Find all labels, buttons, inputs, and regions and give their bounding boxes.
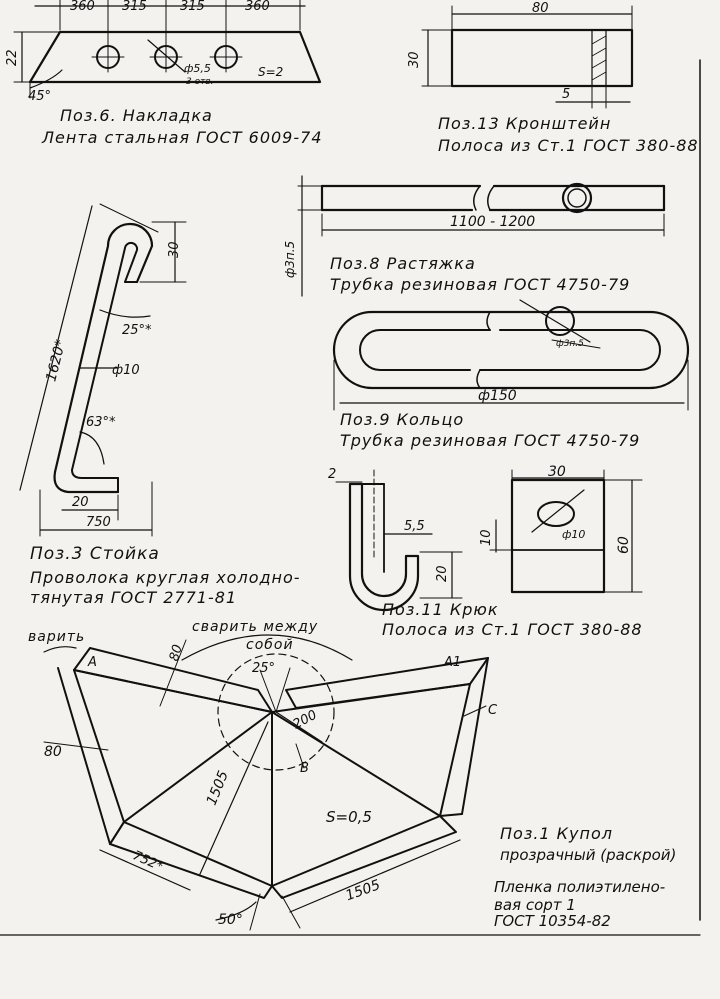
pos9-dims: ф150 ф3п.5: [478, 339, 584, 404]
pos1-edge-strip: 80: [44, 744, 62, 760]
pos1-material-2: вая сорт 1: [494, 896, 576, 914]
pos11-gap: 5,5: [404, 519, 425, 534]
pos9-material: Трубка резиновая ГОСТ 4750-79: [340, 431, 641, 450]
pos3-angle-top: 25°*: [122, 323, 152, 338]
pos6-dim-4: 360: [245, 0, 270, 14]
pos13-slot: 5: [562, 87, 570, 102]
pos9-diameter: ф150: [478, 388, 517, 404]
pos6-title: Поз.6. Накладка: [60, 106, 213, 125]
pos13-width: 80: [532, 1, 549, 16]
pos6-dim-1: 360: [70, 0, 95, 14]
pos1-drawing: [43, 634, 489, 931]
pos1-label-a: А: [87, 655, 97, 670]
pos6-drawing: [13, 0, 322, 99]
pos3-top: 30: [167, 241, 182, 258]
pos12-width: 30: [548, 464, 566, 480]
pos1-title: Поз.1 Купол: [500, 824, 613, 843]
pos6-material: Лента стальная ГОСТ 6009-74: [42, 128, 323, 147]
pos6-dim-2: 315: [122, 0, 147, 14]
pos1-radius: 200: [291, 708, 320, 733]
pos6-angle: 45°: [28, 89, 51, 104]
pos1-label-b: В: [300, 761, 309, 776]
pos13-material: Полоса из Ст.1 ГОСТ 380-88: [438, 136, 699, 155]
pos3-title: Поз.3 Стойка: [30, 544, 160, 564]
pos1-angle-bottom: 50°: [218, 912, 243, 928]
pos1-label-c: С: [488, 703, 498, 718]
pos13-drawing: [421, 5, 634, 109]
pos12-drawing: [489, 469, 643, 594]
pos3-dims: 1620* 30 25°* ф10 63°* 20 750: [43, 241, 182, 530]
pos13-title: Поз.13 Кронштейн: [438, 114, 612, 133]
pos3-material-1: Проволока круглая холодно-: [30, 568, 301, 587]
pos12-offset: 10: [479, 529, 494, 546]
pos11-dims: 2 5,5 20: [328, 467, 450, 582]
pos9-drawing: [332, 299, 690, 411]
pos1-thickness: S=0,5: [326, 808, 372, 826]
pos11-drawing: [335, 469, 463, 612]
pos1-side: 1505: [204, 769, 232, 808]
pos6-hole: ф5,5: [184, 62, 211, 75]
pos1-weld-between-1: сварить между: [192, 619, 319, 635]
pos3-angle-bottom: 63°*: [86, 415, 116, 430]
pos8-dims: 1100 - 1200 ф3п.5: [283, 214, 535, 278]
pos1-material-3: ГОСТ 10354-82: [494, 912, 611, 930]
pos6-dims: 360 315 315 360 22 45° ф5,5 3 отв. S=2: [5, 0, 283, 104]
pos12-dims: 30 ф10 10 60: [479, 464, 632, 554]
pos13-dims: 80 30 5: [407, 1, 570, 102]
pos6-holes: 3 отв.: [186, 77, 214, 87]
pos3-length: 1620*: [43, 338, 69, 383]
pos12-height: 60: [616, 536, 632, 554]
pos8-drawing: [297, 175, 666, 297]
pos3-base: 750: [86, 515, 111, 530]
pos1-weld-label: варить: [28, 629, 86, 645]
pos6-dim-3: 315: [180, 0, 205, 14]
pos8-diameter: ф3п.5: [283, 241, 297, 278]
pos1-bottom-side: 1505: [344, 877, 383, 904]
pos8-material: Трубка резиновая ГОСТ 4750-79: [330, 275, 631, 294]
pos11-material: Полоса из Ст.1 ГОСТ 380-88: [382, 620, 643, 639]
pos9-title: Поз.9 Кольцо: [340, 410, 465, 429]
pos9-tube: ф3п.5: [556, 339, 584, 349]
pos1-weld-between-2: собой: [246, 637, 294, 653]
pos3-wire: ф10: [112, 363, 140, 378]
pos1-angle-top: 25°: [252, 661, 275, 676]
pos3-foot: 20: [72, 495, 89, 510]
pos1-material-1: Пленка полиэтилено-: [494, 878, 666, 896]
pos11-thickness: 2: [328, 467, 336, 482]
pos12-hole: ф10: [562, 528, 585, 541]
pos1-label-a1: А1: [443, 655, 461, 670]
pos13-height: 30: [407, 51, 422, 68]
pos11-height: 20: [435, 565, 450, 582]
pos8-length: 1100 - 1200: [450, 214, 535, 230]
pos1-top-strip: 80: [167, 643, 186, 663]
pos6-height: 22: [5, 49, 20, 66]
pos3-drawing: [19, 203, 187, 537]
pos8-title: Поз.8 Растяжка: [330, 254, 476, 273]
pos11-title: Поз.11 Крюк: [382, 600, 499, 619]
pos6-thickness: S=2: [258, 65, 283, 79]
pos3-material-2: тянутая ГОСТ 2771-81: [30, 588, 238, 607]
pos1-subtitle: прозрачный (раскрой): [500, 846, 677, 864]
